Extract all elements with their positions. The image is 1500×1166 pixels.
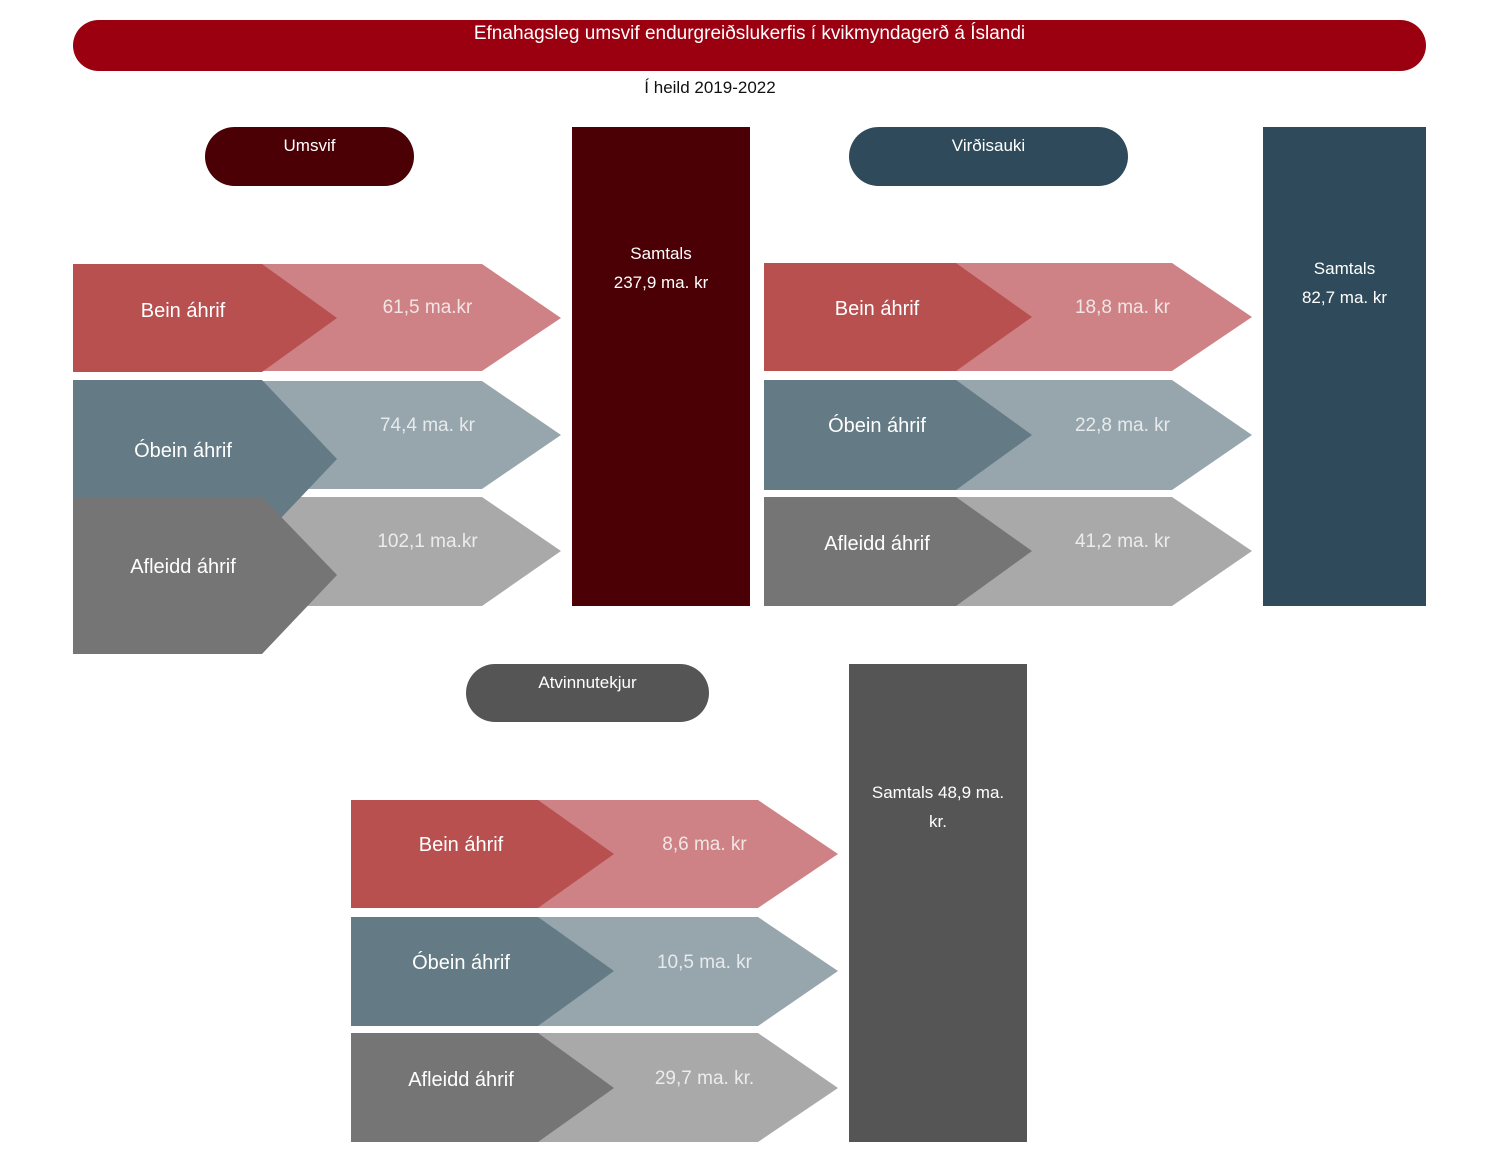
- umsvif-afleidd-value-arrow: [262, 497, 561, 606]
- virdisauki-heading-pill: Virðisauki: [849, 127, 1128, 186]
- atvinnutekjur-heading-pill: Atvinnutekjur: [466, 664, 709, 722]
- atvinnutekjur-total-box: Samtals 48,9 ma. kr.: [849, 664, 1027, 1142]
- virdisauki-total-box: Samtals 82,7 ma. kr: [1263, 127, 1426, 606]
- umsvif-afleidd-value: 102,1 ma.kr: [377, 531, 478, 552]
- virdisauki-bein-label: Bein áhrif: [834, 297, 920, 320]
- virdisauki-afleidd-value: 41,2 ma. kr: [1074, 531, 1171, 552]
- atvinnutekjur-afleidd-value-arrow: [538, 1033, 838, 1142]
- umsvif-heading-pill: Umsvif: [205, 127, 414, 186]
- virdisauki-bein-value-arrow: [956, 263, 1252, 371]
- umsvif-afleidd-label-shape: [73, 497, 337, 654]
- atvinnutekjur-bein-label-shape: [351, 800, 614, 908]
- umsvif-total-line2: 237,9 ma. kr: [613, 272, 709, 292]
- subtitle: Í heild 2019-2022: [644, 78, 776, 97]
- atvinnutekjur-bein-value: 8,6 ma. kr: [662, 834, 747, 855]
- virdisauki-bein-value: 18,8 ma. kr: [1074, 297, 1171, 318]
- virdisauki-afleidd-label-shape: [764, 497, 1032, 606]
- virdisauki-afleidd-value-arrow: [956, 497, 1252, 606]
- umsvif-obein-value-arrow: [262, 381, 561, 489]
- umsvif-bein-value: 61,5 ma.kr: [382, 297, 473, 318]
- virdisauki-obein-label: Óbein áhrif: [828, 414, 926, 437]
- umsvif-bein-label: Bein áhrif: [140, 299, 226, 322]
- title-banner: Efnahagsleg umsvif endurgreiðslukerfis í…: [73, 20, 1426, 71]
- atvinnutekjur-bein-label: Bein áhrif: [418, 833, 504, 856]
- virdisauki-afleidd-label: Afleidd áhrif: [824, 532, 930, 555]
- atvinnutekjur-total-line2: kr.: [929, 812, 947, 831]
- umsvif-obein-value: 74,4 ma. kr: [379, 415, 476, 436]
- virdisauki-bein-label-shape: [764, 263, 1032, 371]
- virdisauki-total-line2: 82,7 ma. kr: [1301, 287, 1388, 307]
- atvinnutekjur-total-line1: Samtals 48,9 ma.: [871, 783, 1005, 802]
- umsvif-bein-value-arrow: [262, 264, 561, 371]
- umsvif-total-box: Samtals 237,9 ma. kr: [572, 127, 750, 606]
- atvinnutekjur-obein-label: Óbein áhrif: [412, 951, 510, 974]
- virdisauki-obein-value-arrow: [956, 380, 1252, 490]
- virdisauki-obein-value: 22,8 ma. kr: [1074, 415, 1171, 436]
- virdisauki-total-line1: Samtals: [1313, 258, 1376, 278]
- atvinnutekjur-obein-value-arrow: [538, 917, 838, 1026]
- atvinnutekjur-obein-value: 10,5 ma. kr: [656, 952, 753, 973]
- umsvif-afleidd-label: Afleidd áhrif: [130, 555, 236, 578]
- virdisauki-obein-label-shape: [764, 380, 1032, 490]
- atvinnutekjur-afleidd-label: Afleidd áhrif: [408, 1068, 514, 1091]
- atvinnutekjur-heading: Atvinnutekjur: [538, 673, 637, 692]
- umsvif-obein-label: Óbein áhrif: [134, 439, 232, 462]
- umsvif-total-line1: Samtals: [630, 243, 692, 263]
- virdisauki-heading: Virðisauki: [951, 136, 1026, 155]
- atvinnutekjur-obein-label-shape: [351, 917, 614, 1026]
- atvinnutekjur-bein-value-arrow: [538, 800, 838, 908]
- atvinnutekjur-afleidd-label-shape: [351, 1033, 614, 1142]
- umsvif-heading: Umsvif: [283, 136, 336, 155]
- umsvif-bein-label-shape: [73, 264, 337, 372]
- atvinnutekjur-afleidd-value: 29,7 ma. kr.: [654, 1068, 755, 1089]
- page-title: Efnahagsleg umsvif endurgreiðslukerfis í…: [473, 23, 1026, 44]
